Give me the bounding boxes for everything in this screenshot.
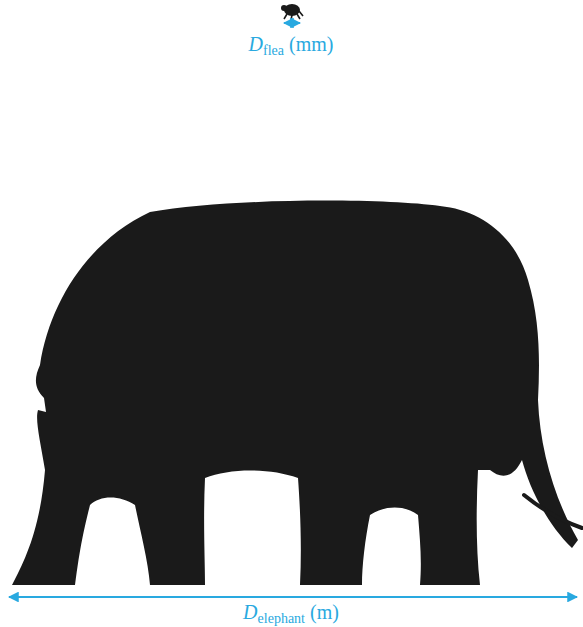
dimension-symbol: D	[249, 33, 263, 55]
flea-dimension-arrow	[284, 22, 300, 24]
dimension-unit: (m)	[310, 601, 339, 623]
dimension-subscript: flea	[263, 43, 284, 58]
flea-dimension-label: Dflea (mm)	[249, 32, 334, 63]
dimension-symbol: D	[243, 601, 257, 623]
elephant-tusk	[524, 495, 582, 528]
elephant-silhouette	[12, 201, 578, 585]
elephant-dimension-arrow	[9, 596, 577, 598]
elephant-dimension-label: Delephant (m)	[243, 600, 339, 627]
dimension-subscript: elephant	[258, 611, 305, 626]
dimension-unit: (mm)	[289, 33, 333, 55]
flea-icon	[281, 4, 303, 20]
